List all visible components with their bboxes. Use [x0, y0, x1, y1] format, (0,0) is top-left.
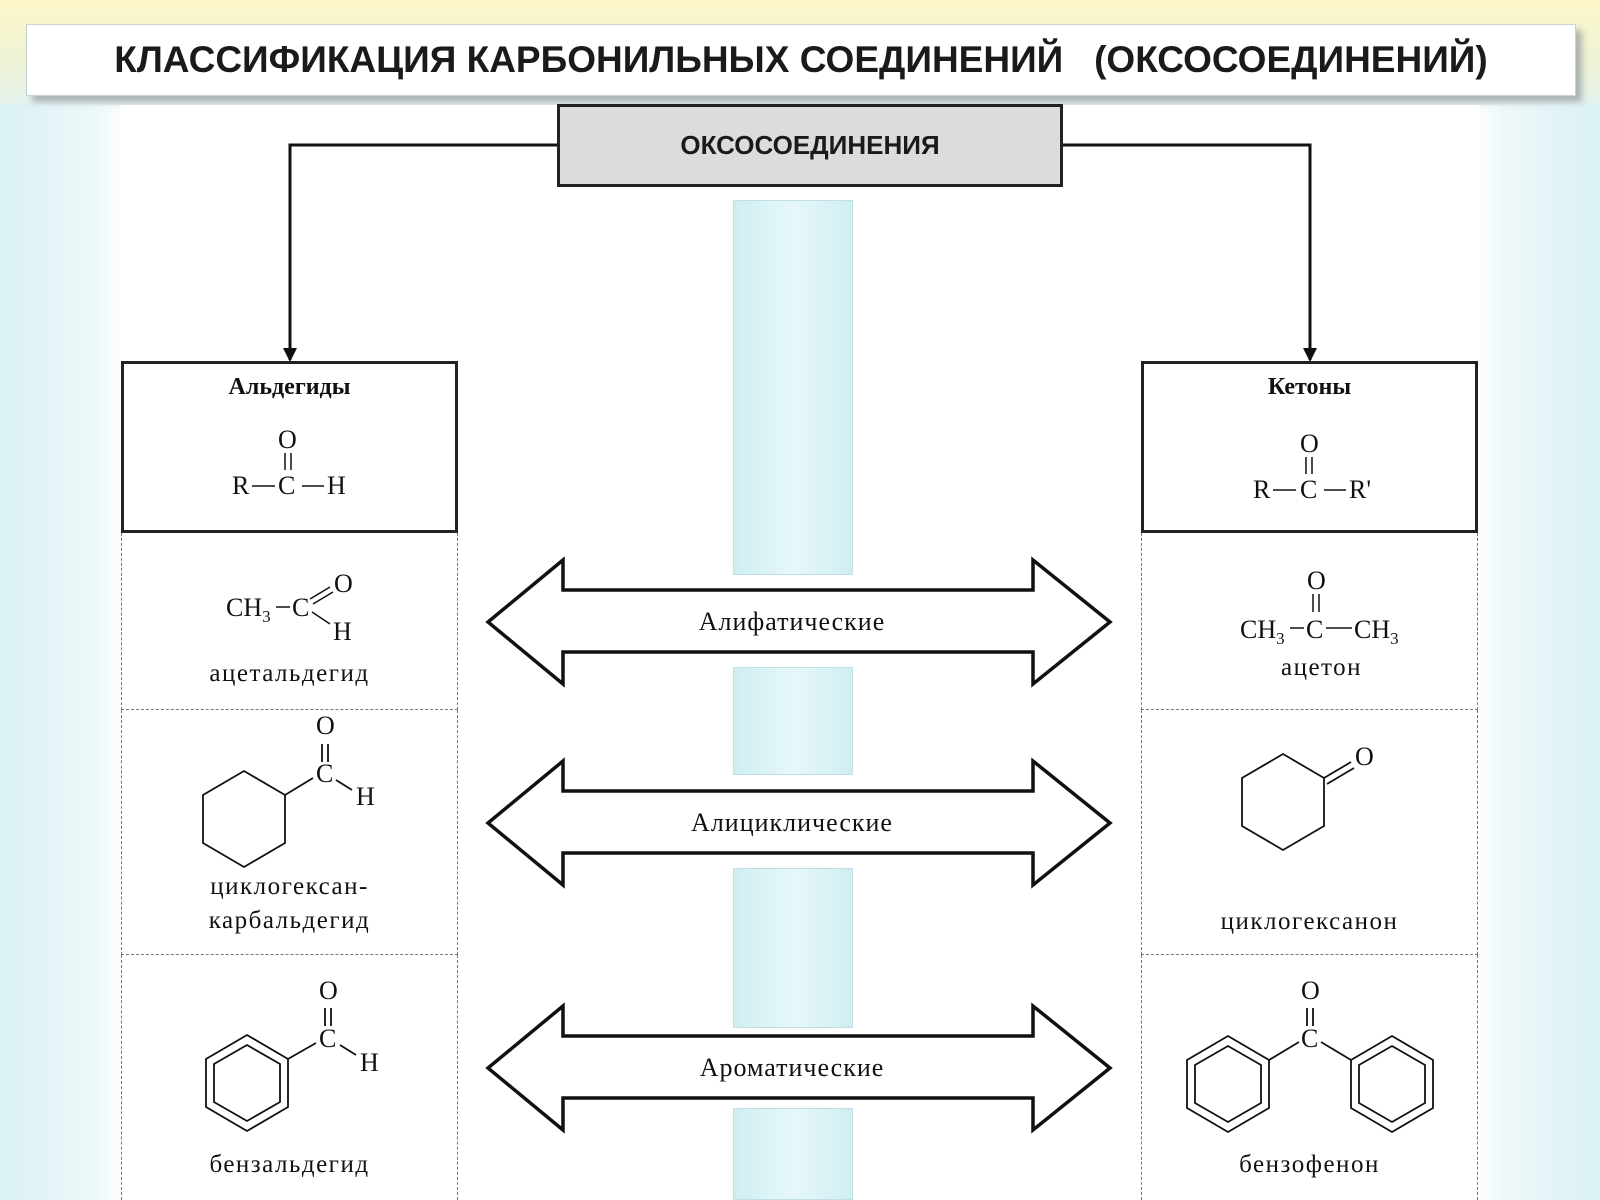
svg-text:H: H — [356, 782, 375, 811]
cyclohexanecarbaldehyde-structure — [202, 744, 353, 869]
svg-text:O: O — [278, 425, 297, 454]
aldehydes-box: Альдегиды — [121, 361, 458, 533]
compound-name: циклогексанон — [1220, 908, 1399, 935]
svg-text:O: O — [334, 569, 353, 598]
aldehyde-cell-alicyclic: циклогексан- карбальдегид — [121, 710, 458, 955]
compound-name: ацетальдегид — [209, 660, 370, 687]
svg-text:CH3: CH3 — [226, 593, 271, 626]
double-arrow-aliphatic — [485, 556, 1113, 688]
svg-text:C: C — [292, 593, 309, 622]
svg-text:CH3: CH3 — [1354, 615, 1399, 648]
benzaldehyde-structure — [205, 1008, 357, 1133]
benzophenone-structure — [1186, 1008, 1434, 1134]
svg-text:C: C — [1306, 615, 1323, 644]
double-arrow-alicyclic — [485, 757, 1113, 889]
title-bar: КЛАССИФИКАЦИЯ КАРБОНИЛЬНЫХ СОЕДИНЕНИЙ (О… — [26, 24, 1576, 96]
center-strip-1 — [733, 200, 853, 575]
acetaldehyde-structure: CH3 C O H — [226, 569, 353, 646]
svg-text:R: R — [1253, 475, 1271, 504]
compound-name: ацетон — [1280, 654, 1363, 681]
svg-text:O: O — [1307, 566, 1326, 595]
category-alicyclic: Алициклические — [691, 808, 893, 837]
benzophenone-labels: O C — [1301, 976, 1320, 1053]
ketones-title: Кетоны — [1267, 374, 1352, 400]
cyclohexanone-structure — [1241, 752, 1355, 852]
aldehyde-general-formula: O R C H — [232, 425, 346, 500]
ketones-box: Кетоны — [1141, 361, 1478, 533]
svg-text:H: H — [360, 1048, 379, 1077]
arrowhead-left — [283, 348, 297, 362]
svg-text:O: O — [1301, 976, 1320, 1005]
benzaldehyde-labels: O C H — [319, 976, 379, 1077]
ketone-cell-aromatic: бензофенон — [1141, 955, 1478, 1200]
svg-text:R: R — [232, 471, 250, 500]
svg-text:O: O — [319, 976, 338, 1005]
ketone-cell-aliphatic: ацетон — [1141, 533, 1478, 710]
center-strip-2 — [733, 667, 853, 775]
aldehyde-cell-aromatic: бензальдегид — [121, 955, 458, 1200]
svg-text:R': R' — [1349, 475, 1371, 504]
svg-text:C: C — [316, 759, 333, 788]
svg-text:H: H — [327, 471, 346, 500]
category-aliphatic: Алифатические — [698, 607, 886, 636]
svg-text:C: C — [1301, 1024, 1318, 1053]
svg-text:O: O — [1300, 429, 1319, 458]
aldehyde-cell-aliphatic: ацетальдегид — [121, 533, 458, 710]
connector-left — [288, 143, 557, 360]
double-arrow-aromatic — [485, 1002, 1113, 1134]
svg-text:H: H — [333, 617, 352, 646]
cyclohexanone-labels: O — [1355, 742, 1374, 771]
compound-name: бензальдегид — [209, 1151, 370, 1178]
svg-text:O: O — [1355, 742, 1374, 771]
ketone-cell-alicyclic: циклогексанон — [1141, 710, 1478, 955]
acetone-structure: O CH3 C CH3 — [1240, 566, 1399, 648]
page-title: КЛАССИФИКАЦИЯ КАРБОНИЛЬНЫХ СОЕДИНЕНИЙ (О… — [114, 39, 1488, 80]
svg-text:C: C — [1300, 475, 1317, 504]
root-node: ОКСОСОЕДИНЕНИЯ — [557, 104, 1063, 187]
category-aromatic: Ароматические — [699, 1053, 885, 1082]
cyclohexanecarbaldehyde-labels: O C H — [316, 711, 375, 811]
arrowhead-right — [1303, 348, 1317, 362]
svg-text:C: C — [319, 1024, 336, 1053]
compound-name: бензофенон — [1239, 1151, 1380, 1178]
center-strip-4 — [733, 1108, 853, 1200]
connector-right — [1063, 143, 1312, 360]
center-strip-3 — [733, 868, 853, 1028]
svg-text:C: C — [278, 471, 295, 500]
aldehydes-title: Альдегиды — [228, 374, 351, 400]
svg-text:O: O — [316, 711, 335, 740]
root-label: ОКСОСОЕДИНЕНИЯ — [680, 130, 940, 160]
svg-text:CH3: CH3 — [1240, 615, 1285, 648]
compound-name: циклогексан- карбальдегид — [208, 873, 371, 934]
ketone-general-formula: O R C R' — [1253, 429, 1371, 504]
